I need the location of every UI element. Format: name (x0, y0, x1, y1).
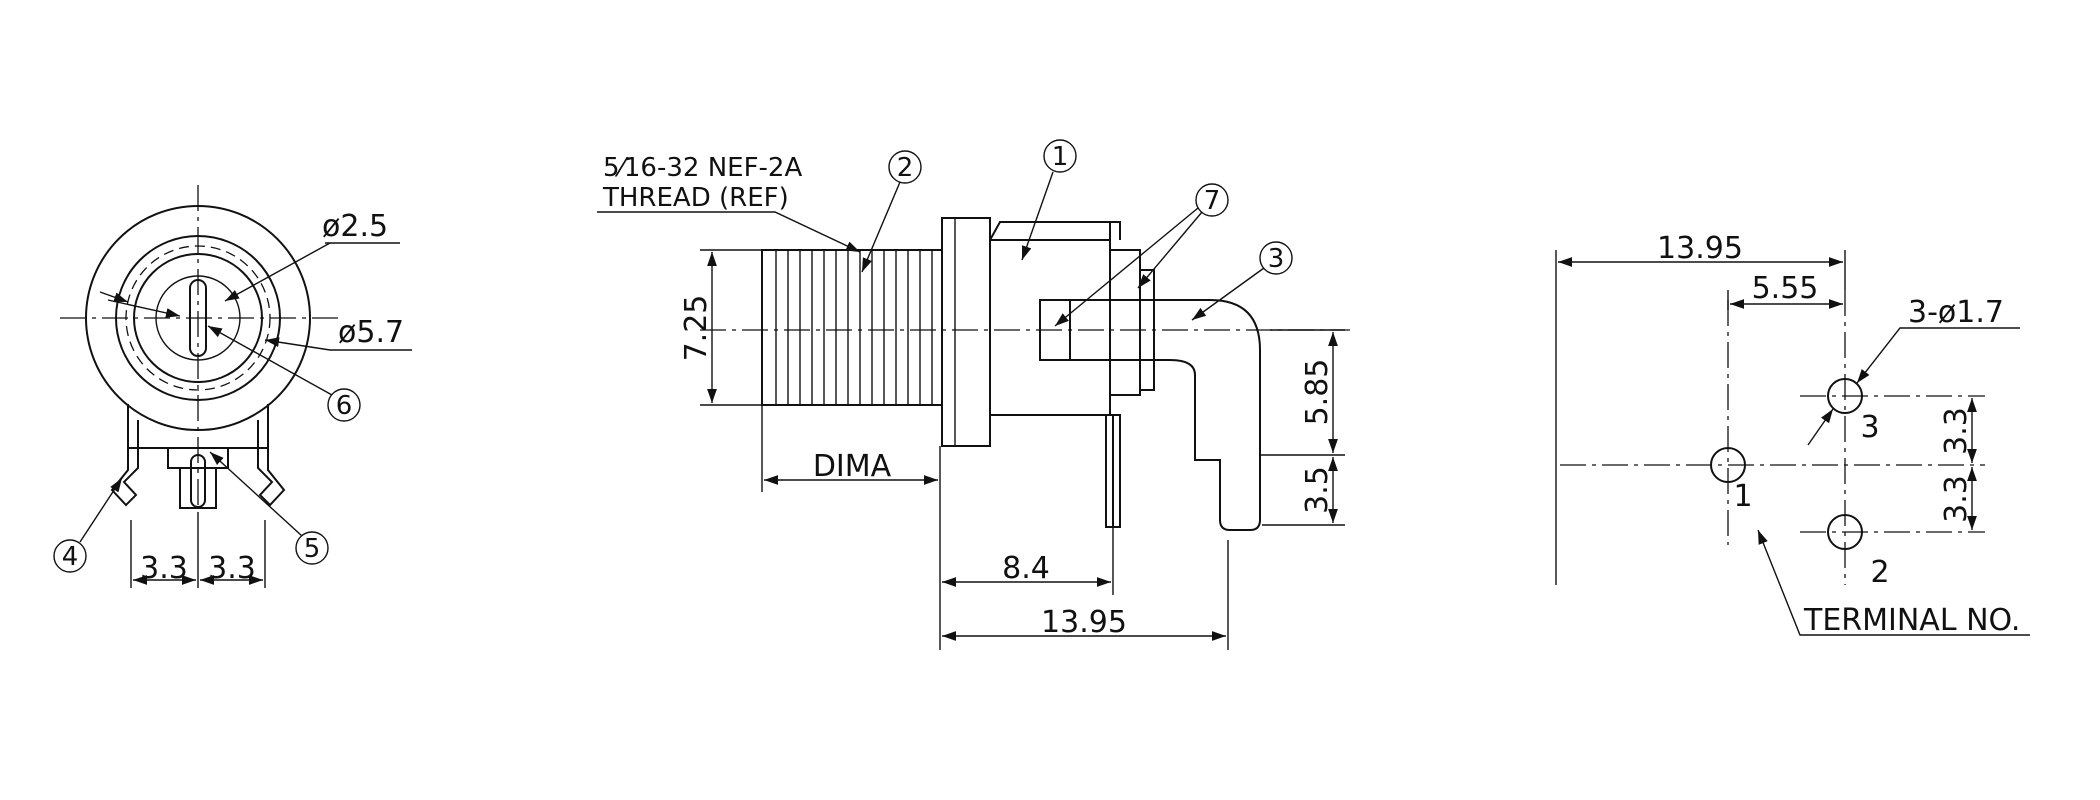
dim-dima: DIMA (813, 449, 892, 484)
leader-balloon-5 (209, 451, 303, 537)
dim-84: 8.4 (1002, 551, 1050, 586)
leader-holes-opposite (1807, 408, 1834, 446)
balloon-4 (53, 539, 87, 573)
flange (941, 217, 991, 447)
leader-balloon-6 (207, 325, 333, 396)
leader-balloon-7b (1137, 211, 1203, 289)
dim-d57: ø5.7 (338, 315, 404, 350)
dim-holes: 3-ø1.7 (1908, 295, 2004, 330)
balloon-2-label: 2 (897, 153, 914, 183)
balloon-1 (1043, 139, 1077, 173)
threaded-bushing (761, 249, 943, 406)
rear-clip (1109, 221, 1121, 240)
contact-circle (155, 275, 241, 361)
thread-spec-text: -32 NEF-2A (657, 153, 802, 183)
hidden-circle (125, 245, 271, 391)
leader-balloon-2 (861, 181, 901, 273)
thread-fraction: 5⁄16 (603, 153, 657, 183)
center-terminal-slot (190, 454, 206, 508)
leader-d57 (264, 337, 331, 351)
balloon-2 (888, 150, 922, 184)
dim-d25: ø2.5 (322, 209, 388, 244)
dim-pcb-33-lower: 3.3 (1939, 475, 1974, 523)
bushing-circle (115, 235, 281, 401)
leader-terminal-no (1757, 529, 2030, 636)
leader-balloon-7a (1054, 207, 1199, 327)
dim-725: 7.25 (679, 295, 714, 362)
terminal-label-3: 3 (1860, 410, 1879, 445)
dim-35: 3.5 (1300, 466, 1335, 514)
pcb-layout: 1 2 3 13.95 5.55 3-ø1.7 3.3 3.3 TERMINAL… (1555, 231, 2030, 638)
sleeve-ring (1039, 299, 1071, 361)
body-top (989, 221, 1111, 241)
dim-585: 5.85 (1300, 359, 1335, 426)
dim-pcb-33-upper: 3.3 (1939, 407, 1974, 455)
terminal-hole-1 (1710, 447, 1746, 483)
center-terminal-tab (167, 448, 229, 469)
balloon-1-label: 1 (1052, 142, 1069, 172)
left-terminal (110, 420, 139, 507)
balloon-7 (1195, 183, 1229, 217)
outer-flange-circle (85, 205, 311, 431)
terminal-hole-3 (1827, 378, 1863, 414)
right-terminal (257, 420, 286, 507)
balloon-4-label: 4 (62, 542, 79, 572)
main-body (989, 239, 1111, 416)
side-view: 5⁄16-32 NEF-2A THREAD (REF) 2 1 7 3 7.25… (597, 139, 1350, 650)
thread-lines (775, 250, 933, 405)
dim-1395-side: 13.95 (1041, 605, 1127, 640)
leader-balloon-1 (1021, 171, 1054, 261)
bore-circle (133, 253, 263, 383)
balloon-5 (295, 531, 329, 565)
leader-balloon-4 (79, 477, 123, 543)
balloon-6 (327, 388, 361, 422)
dim-33-left: 3.3 (140, 551, 188, 586)
leader-d25-opposite (107, 299, 181, 318)
dim-555: 5.55 (1752, 271, 1819, 306)
right-angle-terminal (1169, 299, 1261, 531)
terminal-label-2: 2 (1870, 555, 1889, 590)
leader-holes (1856, 327, 2020, 384)
balloon-6-label: 6 (336, 391, 353, 421)
dim-1395-pcb: 13.95 (1657, 231, 1743, 266)
terminal-tab (1139, 269, 1155, 391)
balloon-5-label: 5 (304, 534, 321, 564)
leader-d57-opposite (99, 291, 129, 303)
dim-33-right: 3.3 (208, 551, 256, 586)
balloon-7-label: 7 (1204, 186, 1221, 216)
leader-balloon-3 (1191, 267, 1265, 321)
thread-spec: 5⁄16-32 NEF-2A (603, 153, 802, 183)
rear-frame (1110, 249, 1141, 396)
center-pin (189, 279, 207, 357)
leader-d25 (224, 242, 331, 302)
terminal-label-1: 1 (1733, 479, 1752, 514)
balloon-3 (1259, 241, 1293, 275)
balloon-3-label: 3 (1268, 244, 1285, 274)
thread-ref: THREAD (REF) (602, 183, 789, 213)
front-view: ø2.5 ø5.7 6 4 5 3.3 3.3 (53, 185, 412, 588)
terminal-no-label: TERMINAL NO. (1803, 603, 2020, 638)
thread-leader (597, 211, 861, 253)
terminal-hole-2 (1827, 514, 1863, 550)
